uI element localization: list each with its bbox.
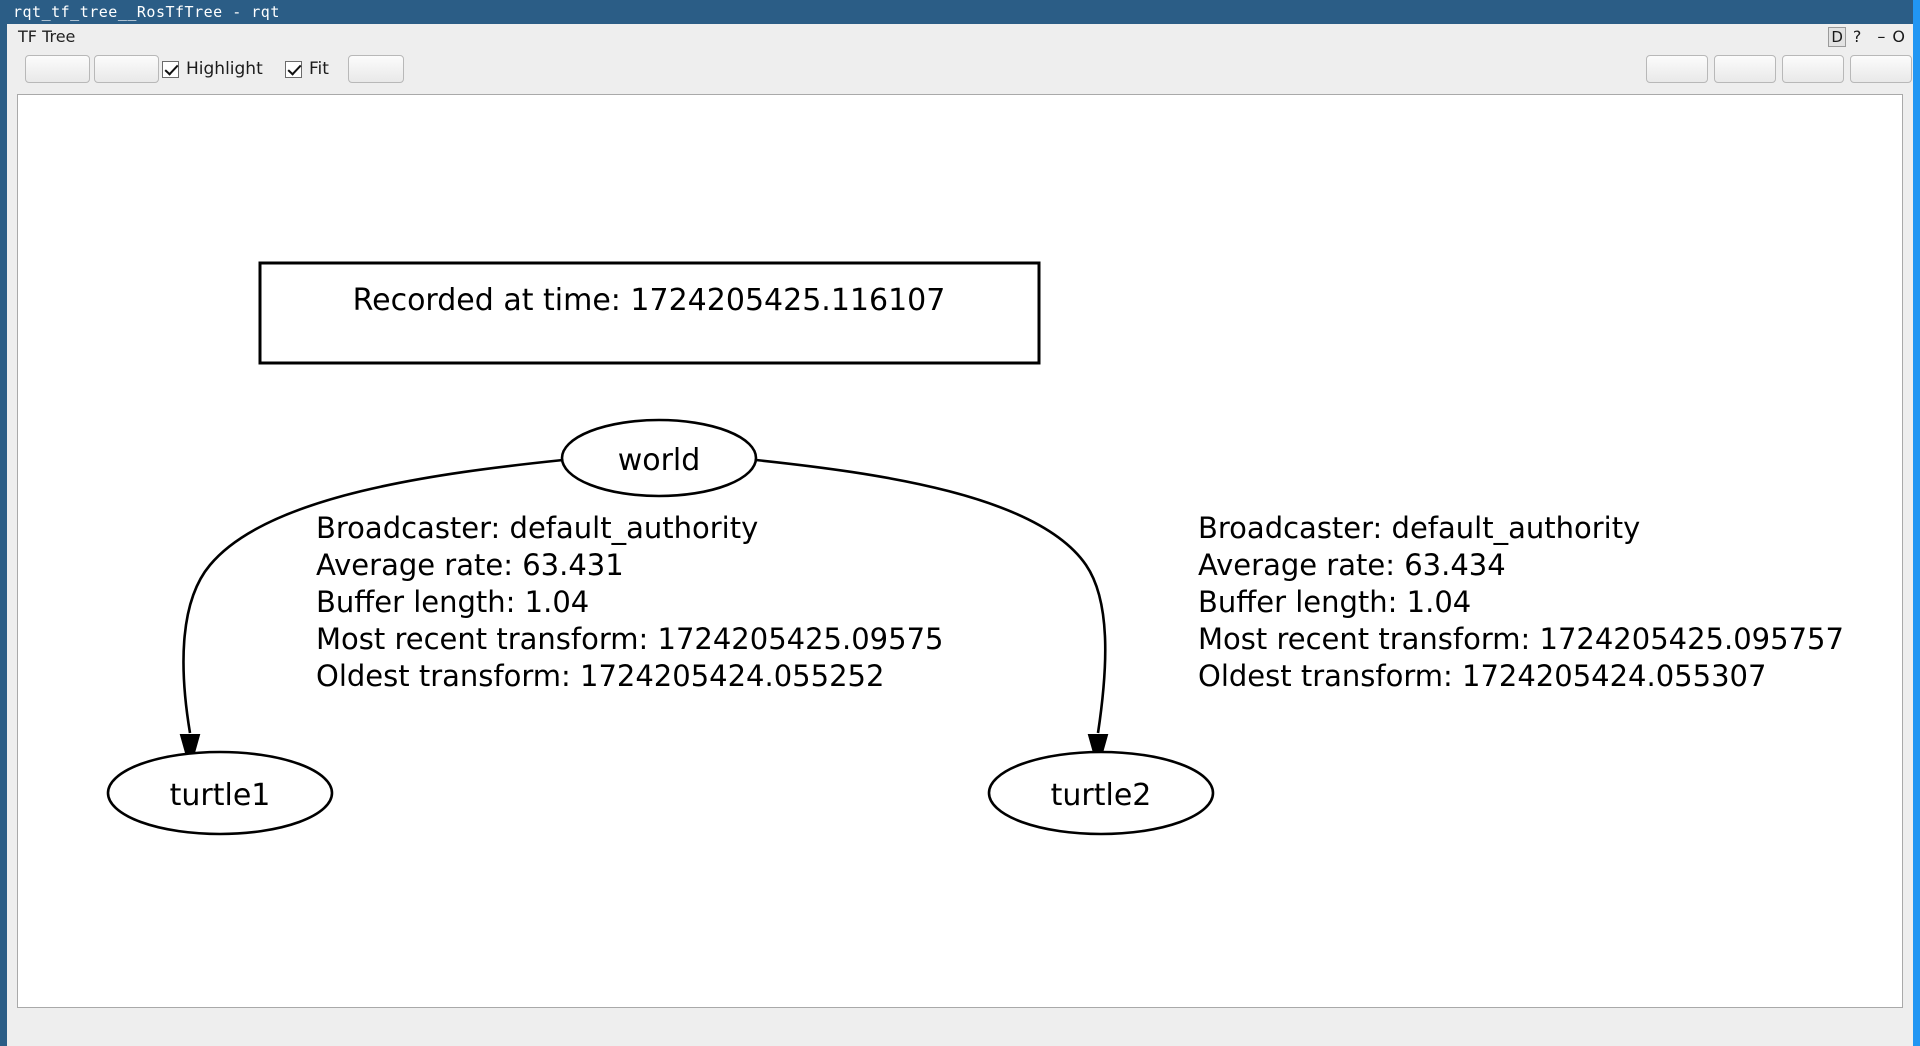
- dock-widget-header: TF Tree D ? – O: [7, 24, 1913, 50]
- window-title-bar: rqt_tf_tree__RosTfTree - rqt: [7, 0, 1913, 24]
- fit-in-view-button[interactable]: [348, 55, 404, 83]
- graph-node-turtle2-shape[interactable]: [987, 750, 1215, 836]
- highlight-checkbox[interactable]: Highlight: [162, 58, 263, 80]
- edge-label-world-turtle2: Broadcaster: default_authority Average r…: [1198, 511, 1844, 693]
- edge-label-line-buffer-length: Buffer length: 1.04: [316, 585, 589, 619]
- recorded-time-box: Recorded at time: 1724205425.116107: [258, 261, 1041, 365]
- edge-world-turtle1-path: [182, 458, 564, 734]
- save-dot-button[interactable]: [1714, 55, 1776, 83]
- tf-graph-canvas[interactable]: Recorded at time: 1724205425.116107 Broa…: [17, 94, 1903, 1008]
- highlight-checkbox-box[interactable]: [162, 60, 179, 78]
- tf-graph-svg: Recorded at time: 1724205425.116107 Broa…: [106, 261, 1844, 836]
- refresh-button[interactable]: [25, 55, 90, 83]
- graph-node-turtle1-shape[interactable]: [106, 750, 334, 836]
- graph-node-turtle1[interactable]: turtle1: [106, 750, 334, 836]
- edge-label-line-average-rate: Average rate: 63.431: [316, 548, 624, 582]
- edge-label-world-turtle1: Broadcaster: default_authority Average r…: [316, 511, 943, 693]
- graph-node-turtle2[interactable]: turtle2: [987, 750, 1215, 836]
- edge-label-line-most-recent: Most recent transform: 1724205425.095757: [1198, 622, 1844, 656]
- tf-tree-toolbar: Highlight Fit: [7, 50, 1913, 88]
- auto-refresh-button[interactable]: [94, 55, 159, 83]
- dock-float-icon[interactable]: D: [1828, 27, 1846, 47]
- save-image-button[interactable]: [1850, 55, 1912, 83]
- fit-checkbox-label: Fit: [309, 59, 329, 79]
- edge-world-turtle1: [179, 458, 564, 771]
- graph-node-world-shape[interactable]: [560, 418, 758, 498]
- edge-label-line-broadcaster: Broadcaster: default_authority: [1198, 511, 1640, 545]
- minimize-icon[interactable]: –: [1877, 27, 1886, 46]
- edge-label-line-oldest: Oldest transform: 1724205424.055252: [316, 659, 884, 693]
- edge-world-turtle2-path: [755, 458, 1107, 734]
- status-bar: [7, 1008, 1913, 1046]
- graph-node-world[interactable]: world: [560, 418, 758, 498]
- highlight-checkbox-label: Highlight: [186, 59, 263, 79]
- fit-checkbox-box[interactable]: [285, 60, 302, 78]
- dock-title: TF Tree: [18, 27, 76, 46]
- load-dot-button[interactable]: [1646, 55, 1708, 83]
- fit-checkbox[interactable]: Fit: [285, 58, 329, 80]
- graph-node-turtle2-label: turtle2: [1051, 778, 1152, 813]
- dock-button-group: D ? – O: [1828, 25, 1905, 49]
- edge-label-line-average-rate: Average rate: 63.434: [1198, 548, 1506, 582]
- edge-world-turtle1-arrowhead: [179, 734, 201, 771]
- edge-label-line-oldest: Oldest transform: 1724205424.055307: [1198, 659, 1766, 693]
- window-title: rqt_tf_tree__RosTfTree - rqt: [13, 3, 280, 21]
- save-svg-button[interactable]: [1782, 55, 1844, 83]
- help-icon[interactable]: ?: [1852, 27, 1862, 46]
- edge-label-line-buffer-length: Buffer length: 1.04: [1198, 585, 1471, 619]
- graph-node-turtle1-label: turtle1: [170, 778, 271, 813]
- edge-label-line-broadcaster: Broadcaster: default_authority: [316, 511, 758, 545]
- graph-node-world-label: world: [618, 443, 701, 478]
- close-icon[interactable]: O: [1892, 27, 1905, 46]
- edge-label-line-most-recent: Most recent transform: 1724205425.09575: [316, 622, 943, 656]
- recorded-time-text: Recorded at time: 1724205425.116107: [353, 283, 946, 318]
- recorded-time-box-outline: [258, 261, 1041, 365]
- edge-world-turtle2: [755, 458, 1109, 771]
